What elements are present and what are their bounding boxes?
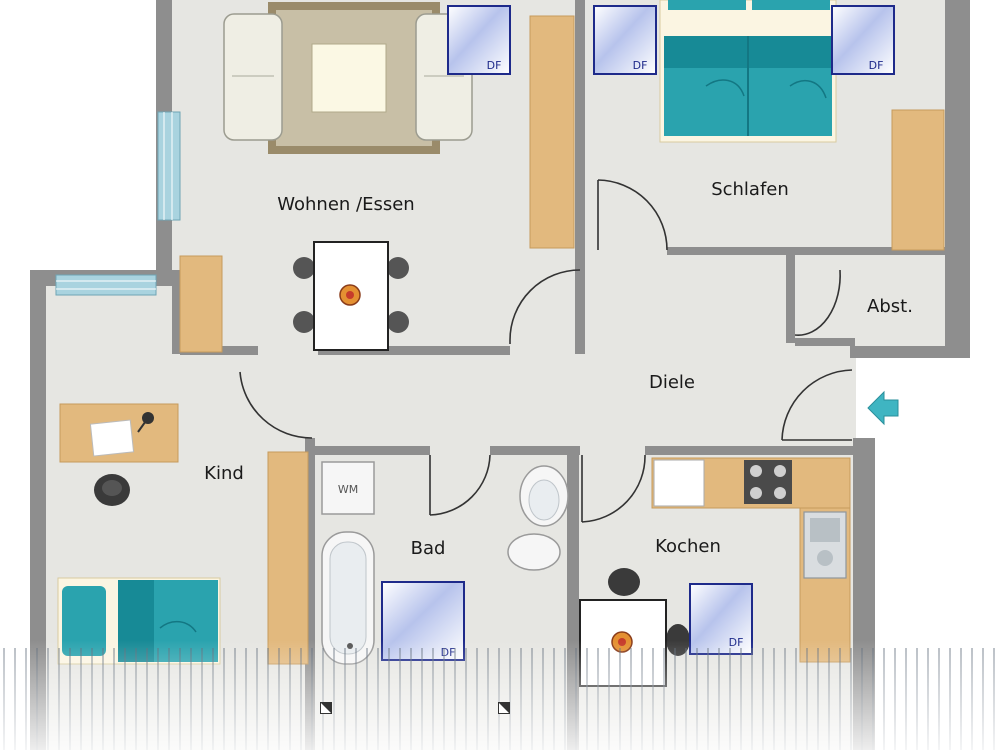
roof-window-label: DF: [869, 59, 884, 72]
toilet: [507, 533, 561, 571]
room-label-wohnen: Wohnen /Essen: [277, 194, 414, 215]
chair-icon: [608, 568, 640, 596]
wall: [575, 250, 585, 354]
bedroom-furniture: [659, 0, 945, 251]
door-entrance: [781, 369, 853, 441]
cabinet: [267, 451, 309, 665]
wall: [945, 0, 970, 358]
wall: [490, 446, 580, 455]
room-label-kochen: Kochen: [655, 536, 721, 557]
cabinet: [179, 255, 223, 353]
wall: [305, 438, 315, 750]
door-abst: [794, 269, 841, 336]
door-schlafen: [597, 179, 668, 251]
bathroom-fixtures: WM: [321, 461, 569, 665]
kids-room-furniture: [57, 403, 309, 665]
cabinet: [891, 109, 945, 251]
washing-machine-label: WM: [338, 483, 358, 496]
kitchen-fixtures: [579, 457, 851, 687]
wall: [667, 247, 948, 255]
windows: [55, 111, 181, 296]
chair-icon: [293, 257, 315, 279]
door-bad: [429, 454, 491, 516]
wall: [315, 446, 430, 455]
roof-window-label: DF: [487, 59, 502, 72]
window: [55, 274, 157, 296]
doors: [239, 179, 853, 523]
entrance-arrow-icon: [867, 390, 899, 426]
roof-window: [831, 5, 895, 75]
fridge: [653, 459, 705, 507]
room-labels: Wohnen /Essen Schlafen Abst. Diele Kind …: [204, 179, 913, 559]
wall: [850, 346, 970, 358]
chair-icon: [293, 311, 315, 333]
washing-machine: [321, 461, 375, 515]
window: [157, 111, 181, 221]
wall: [645, 446, 855, 455]
room-label-kind: Kind: [204, 463, 244, 484]
stove: [744, 460, 792, 504]
sofa-left: [223, 13, 283, 141]
door-kochen: [581, 454, 646, 523]
room-label-bad: Bad: [411, 538, 446, 559]
living-furniture: [179, 2, 575, 353]
chair-icon: [387, 311, 409, 333]
chair-icon: [387, 257, 409, 279]
room-label-diele: Diele: [649, 372, 695, 393]
roof-window: [447, 5, 511, 75]
roof-window-label: DF: [633, 59, 648, 72]
room-label-abst: Abst.: [867, 296, 913, 317]
paper: [89, 419, 135, 457]
wall: [318, 346, 510, 355]
wall: [575, 0, 585, 250]
wall: [172, 270, 180, 354]
roof-slope-fade: [0, 640, 1000, 750]
wall: [30, 270, 46, 750]
wall: [786, 255, 795, 343]
door-wohnen: [509, 269, 581, 344]
door-kind: [239, 371, 313, 439]
room-label-schlafen: Schlafen: [711, 179, 789, 200]
cabinet: [529, 15, 575, 249]
wall: [795, 338, 855, 346]
coffee-table: [311, 43, 387, 113]
roof-window: [593, 5, 657, 75]
